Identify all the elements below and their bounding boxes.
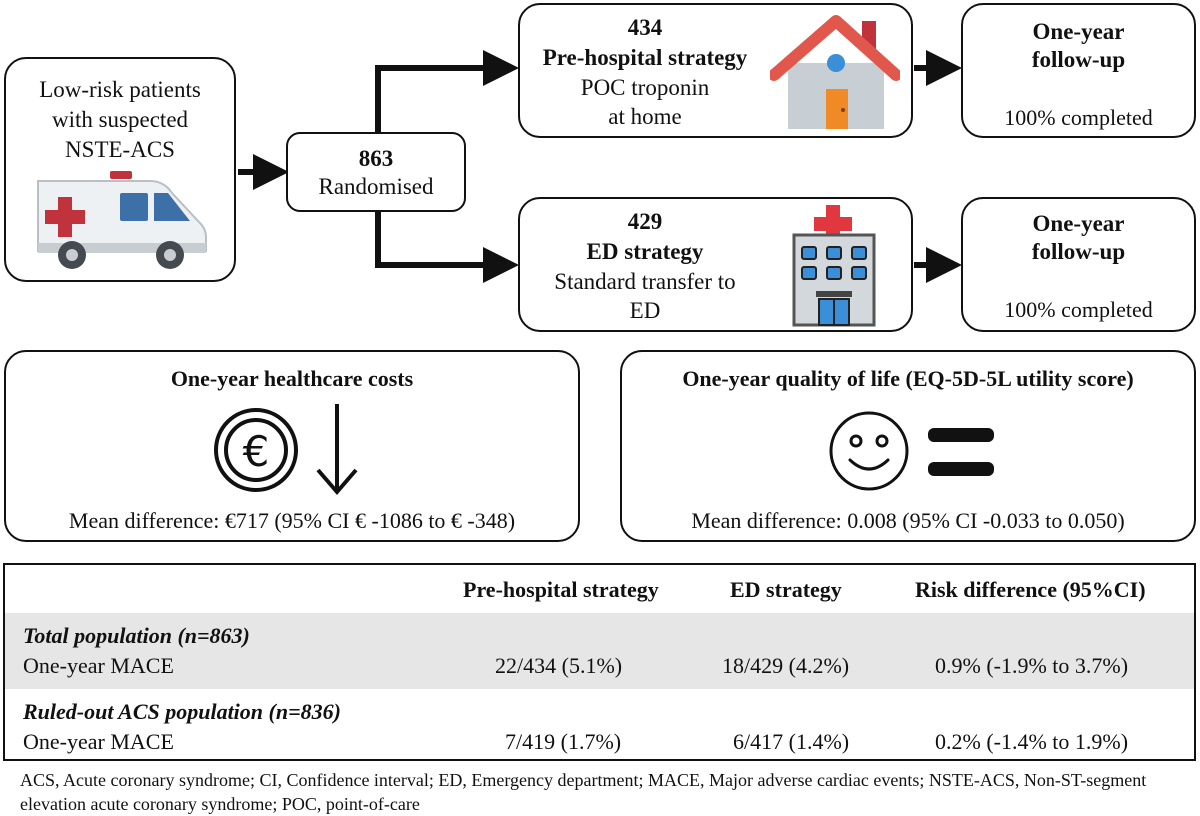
qol-mean: Mean difference: 0.008 (95% CI -0.033 to… [691,508,1125,533]
randomised-label: Randomised [318,174,434,199]
svg-text:€: € [243,427,270,476]
randomised-count: 863 [358,146,394,171]
prehospital-box: 434 Pre-hospital strategy POC troponin a… [518,3,913,138]
followup-bottom-title1: One-year [1032,211,1125,236]
followup-bottom-status: 100% completed [1004,297,1153,322]
ed-title: ED strategy [586,239,704,264]
row1-group: Total population (n=863) [23,623,250,648]
prehospital-line1: POC troponin [580,75,710,100]
euro-coin-icon: € [214,408,298,492]
patients-line3: NSTE-ACS [65,137,175,162]
row1-outcome: One-year MACE [23,653,174,678]
followup-bottom-title2: follow-up [1031,239,1126,264]
ed-line2: ED [629,298,661,323]
prehospital-line2: at home [608,104,682,129]
row2-group: Ruled-out ACS population (n=836) [23,699,341,724]
header-risk: Risk difference (95%CI) [915,577,1146,602]
randomised-box: 863 Randomised [286,132,466,212]
down-arrow-icon [316,404,358,496]
followup-top-box: One-year follow-up 100% completed [961,3,1196,138]
row2-prehospital: 7/419 (1.7%) [505,729,622,754]
row2-ed: 6/417 (1.4%) [733,729,850,754]
followup-bottom-box: One-year follow-up 100% completed [961,197,1196,332]
hospital-icon [792,205,876,327]
row1-prehospital: 22/434 (5.1%) [495,653,623,678]
patients-line1: Low-risk patients [39,77,201,102]
followup-top-status: 100% completed [1004,105,1153,130]
arrow-to-prehospital [375,50,519,132]
ed-line1: Standard transfer to [554,269,736,294]
prehospital-count: 434 [627,15,663,40]
header-ed: ED strategy [730,577,842,602]
row1-risk: 0.9% (-1.9% to 3.7%) [935,653,1129,678]
row2-risk: 0.2% (-1.4% to 1.9%) [935,729,1129,754]
patients-line2: with suspected [51,107,189,132]
followup-top-title1: One-year [1032,19,1125,44]
costs-box: One-year healthcare costs € Mean differe… [4,350,580,542]
costs-title: One-year healthcare costs [170,366,414,391]
followup-top-title2: follow-up [1031,47,1126,72]
ambulance-icon [37,171,207,269]
row2-outcome: One-year MACE [23,729,174,754]
table-row-band [5,613,1194,689]
patients-box: Low-risk patients with suspected NSTE-AC… [4,57,236,282]
ed-box: 429 ED strategy Standard transfer to ED [518,197,913,332]
row1-ed: 18/429 (4.2%) [722,653,850,678]
equals-icon [928,428,994,476]
smiley-icon [829,411,909,491]
costs-mean: Mean difference: €717 (95% CI € -1086 to… [68,508,516,533]
house-icon [770,15,900,129]
footnote: ACS, Acute coronary syndrome; CI, Confid… [20,770,1147,814]
ed-count: 429 [627,209,663,234]
qol-box: One-year quality of life (EQ-5D-5L utili… [620,350,1196,542]
header-prehospital: Pre-hospital strategy [463,577,659,602]
qol-title: One-year quality of life (EQ-5D-5L utili… [682,366,1134,391]
results-table: Pre-hospital strategy ED strategy Risk d… [3,563,1196,761]
arrow-to-ed [375,212,519,283]
prehospital-title: Pre-hospital strategy [542,45,748,70]
